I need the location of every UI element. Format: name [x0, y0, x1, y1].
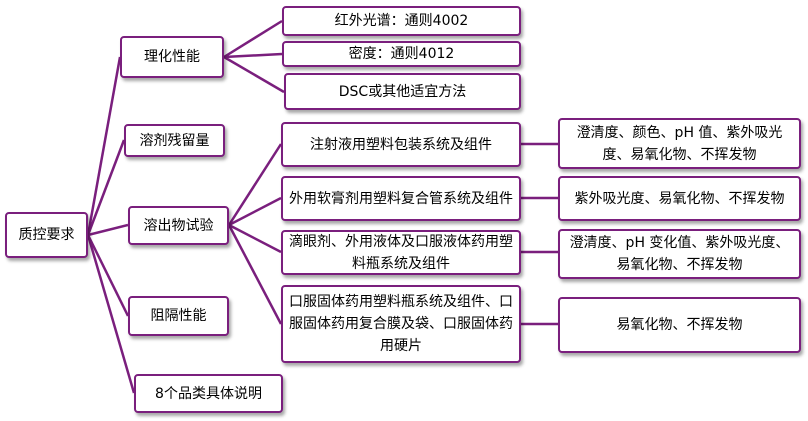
leaf-oral-solid-packaging: 口服固体药用塑料瓶系统及组件、口服固体药用复合膜及袋、口服固体药用硬片 [281, 285, 521, 363]
leaf-label: 口服固体药用塑料瓶系统及组件、口服固体药用复合膜及袋、口服固体药用硬片 [289, 294, 513, 354]
root-label: 质控要求 [18, 227, 75, 243]
leaf-label: 密度：通则4012 [348, 46, 455, 62]
branch-physicochemical: 理化性能 [120, 36, 224, 78]
detail-label: 澄清度、颜色、pH 值、紫外吸光度、易氧化物、不挥发物 [576, 124, 783, 163]
leaf-density: 密度：通则4012 [282, 41, 521, 67]
branch-label: 溶剂残留量 [139, 132, 210, 149]
leaf-dsc: DSC或其他适宜方法 [284, 73, 521, 110]
branch-extractables-test: 溶出物试验 [128, 206, 229, 245]
branch-label: 溶出物试验 [143, 217, 214, 234]
leaf-label: 外用软膏剂用塑料复合管系统及组件 [289, 190, 513, 207]
detail-injection-tests: 澄清度、颜色、pH 值、紫外吸光度、易氧化物、不挥发物 [558, 118, 801, 169]
detail-label: 紫外吸光度、易氧化物、不挥发物 [574, 190, 785, 207]
root-node: 质控要求 [5, 212, 88, 258]
leaf-infrared-spectrum: 红外光谱：通则4002 [282, 6, 521, 36]
leaf-label: 注射液用塑料包装系统及组件 [310, 136, 492, 153]
leaf-injection-packaging: 注射液用塑料包装系统及组件 [281, 122, 521, 167]
branch-label: 阻隔性能 [150, 308, 207, 324]
branch-eight-categories: 8个品类具体说明 [134, 374, 283, 413]
detail-ointment-tests: 紫外吸光度、易氧化物、不挥发物 [558, 176, 801, 221]
leaf-label: 红外光谱：通则4002 [334, 13, 469, 29]
leaf-ointment-tube: 外用软膏剂用塑料复合管系统及组件 [281, 176, 521, 221]
branch-label: 8个品类具体说明 [155, 385, 262, 402]
leaf-label: 滴眼剂、外用液体及口服液体药用塑料瓶系统及组件 [289, 233, 513, 272]
leaf-eye-drop-bottle: 滴眼剂、外用液体及口服液体药用塑料瓶系统及组件 [281, 230, 521, 275]
detail-label: 澄清度、pH 变化值、紫外吸光度、易氧化物、不挥发物 [569, 235, 790, 273]
detail-eye-drop-tests: 澄清度、pH 变化值、紫外吸光度、易氧化物、不挥发物 [558, 229, 801, 279]
branch-label: 理化性能 [144, 49, 200, 65]
branch-barrier-performance: 阻隔性能 [128, 296, 229, 336]
detail-label: 易氧化物、不挥发物 [616, 317, 743, 333]
branch-solvent-residue: 溶剂残留量 [124, 124, 225, 157]
leaf-label: DSC或其他适宜方法 [338, 83, 467, 100]
detail-oral-solid-tests: 易氧化物、不挥发物 [558, 297, 801, 353]
